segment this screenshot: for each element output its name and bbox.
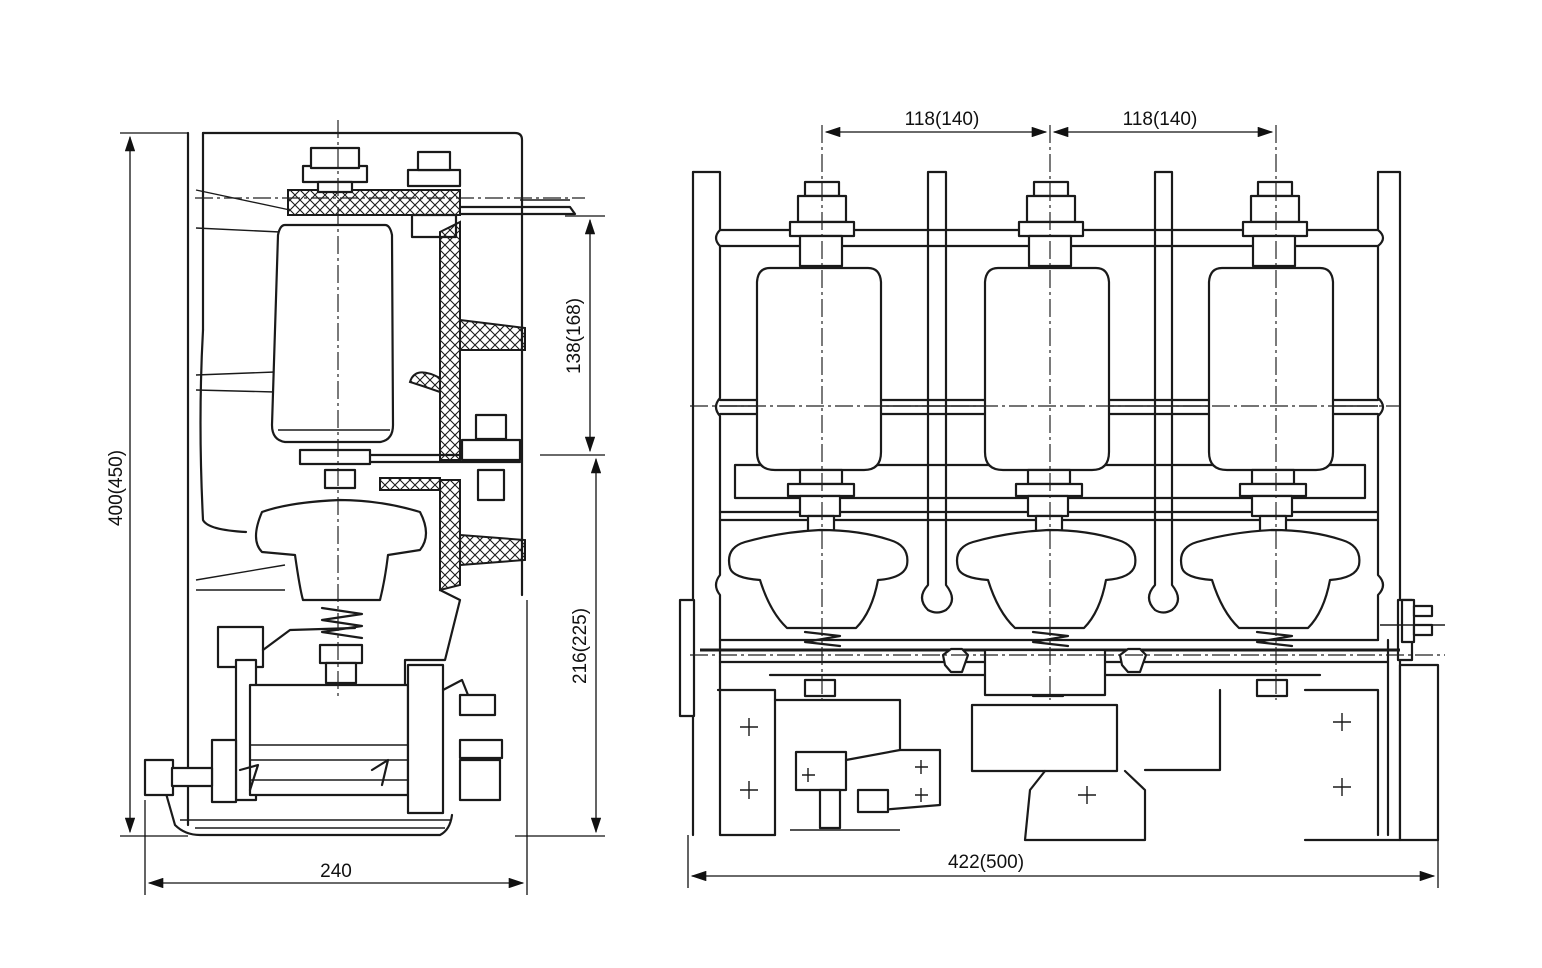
side-upper-dim: 138(168): [564, 298, 585, 374]
side-operating-coil: [210, 625, 504, 815]
front-lower-mechanism: [716, 648, 1380, 842]
mounting-hole-markers: [740, 713, 1351, 804]
side-height-dim: 400(450): [106, 450, 127, 526]
side-view: 400(450) 138(168) 216(225) 240: [106, 120, 605, 895]
front-pitch-dim-right: 118(140): [1123, 109, 1198, 130]
side-top-terminal-left: [301, 146, 369, 194]
side-vacuum-interrupter: [270, 223, 522, 502]
pole-3: [1179, 180, 1361, 698]
front-view: 118(140) 118(140) 422(500): [678, 109, 1445, 888]
front-width-dim: 422(500): [948, 852, 1024, 873]
side-support-insulator: [254, 468, 428, 602]
side-lower-dim: 216(225): [570, 608, 591, 684]
front-pitch-dim-left: 118(140): [905, 109, 980, 130]
pole-1: [727, 180, 909, 698]
side-width-dim: 240: [320, 861, 352, 882]
pole-2: [955, 180, 1137, 698]
